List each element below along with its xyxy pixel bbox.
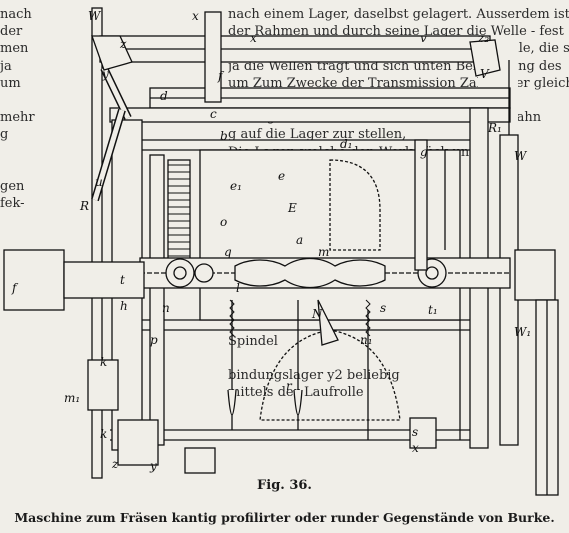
margin-text-line: ja [0, 58, 12, 74]
label-n: n [162, 301, 170, 315]
margin-text-line: nach [0, 7, 32, 22]
label-w-right: W [514, 149, 528, 163]
label-a: a [296, 233, 303, 247]
label-e2: E [287, 201, 297, 215]
figure-labels: W z x x v z₂ y f V d c R₁ b d₁ g W u e e… [11, 9, 531, 473]
label-n1: n₁ [360, 333, 373, 347]
label-b: b [220, 129, 228, 143]
label-x-bottom: x [412, 441, 419, 455]
label-t1: t₁ [428, 303, 438, 317]
label-s: s [380, 301, 386, 315]
margin-text-line: men [0, 41, 29, 57]
label-o: o [220, 215, 227, 229]
label-p: p [150, 333, 158, 347]
label-q: q [224, 245, 232, 259]
label-r2: r [286, 379, 293, 393]
label-r: R [79, 199, 89, 213]
label-r1: R₁ [487, 121, 502, 135]
label-y1: y [149, 459, 157, 473]
label-v-top: v [420, 31, 427, 45]
background-text-line: bindungslager y2 beliebig [228, 367, 400, 383]
label-x: x [250, 31, 257, 45]
margin-text-line: g [0, 127, 9, 143]
label-d1: d₁ [340, 137, 353, 151]
label-e1: e₁ [230, 179, 242, 193]
label-w1: W₁ [514, 325, 531, 339]
label-z2: z₂ [477, 31, 489, 45]
background-text-line: g auf die Lager zur stellen, [228, 127, 407, 143]
margin-text-line: mehr [0, 110, 35, 126]
margin-text-line: um [0, 75, 21, 91]
label-z1: z [111, 457, 119, 471]
label-l: l [236, 281, 240, 295]
label-w: W [88, 9, 102, 23]
label-v: V [480, 67, 490, 81]
label-s1: s [412, 425, 418, 439]
label-n2: N [311, 307, 323, 321]
label-x-top: x [192, 9, 199, 23]
figure-number: Fig. 36. [257, 478, 312, 493]
label-z: z [119, 37, 127, 51]
figure-caption: Maschine zum Fräsen kantig profilirter o… [14, 510, 555, 525]
margin-text-line: gen [0, 178, 25, 194]
engraving-strokes [3, 7, 559, 496]
label-t: t [120, 273, 125, 287]
label-y: y [101, 67, 109, 81]
label-g: g [420, 145, 428, 159]
margin-text-line: der [0, 24, 23, 40]
label-e: e [278, 169, 285, 183]
label-f-left: f [11, 281, 19, 295]
label-k1: k [100, 427, 107, 441]
label-k: k [100, 355, 107, 369]
label-m: m [318, 245, 329, 259]
label-d: d [160, 89, 168, 103]
label-h: h [120, 299, 128, 313]
background-text-line: nach einem Lager, daselbst gelagert. Aus… [228, 7, 569, 22]
margin-text-line: fek- [0, 196, 25, 212]
background-text-line: Spindel [228, 333, 278, 349]
label-m1: m₁ [64, 391, 80, 405]
label-f: f [217, 69, 225, 83]
label-c: c [210, 107, 217, 121]
label-u: u [95, 175, 103, 189]
